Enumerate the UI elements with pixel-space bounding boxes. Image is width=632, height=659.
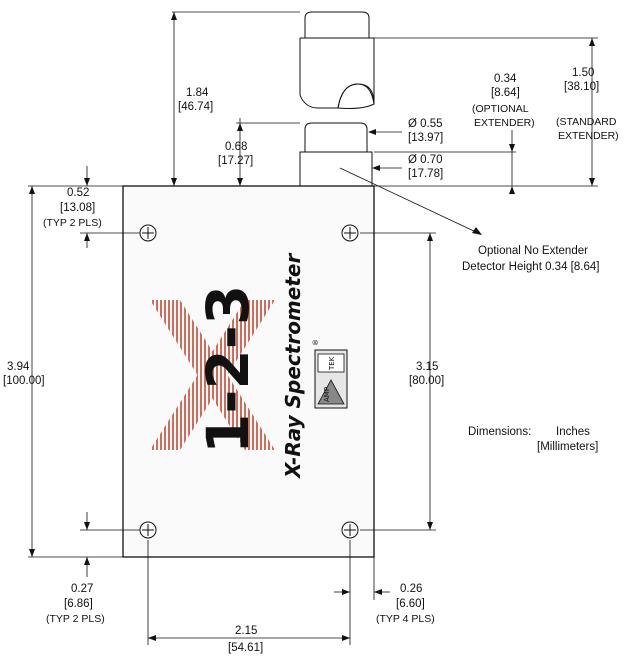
dim-dia-large-mm: [17.78]: [408, 168, 443, 180]
badge-text-bottom: AMP: [323, 387, 331, 402]
callout-line-1: Optional No Extender: [478, 245, 588, 257]
dim-standard-ext-l1: (STANDARD: [556, 116, 617, 128]
dim-optional-ext-l2: EXTENDER): [474, 117, 535, 129]
badge-text-top: TEK: [328, 356, 336, 371]
dim-hole-bottom-in: 0.27: [71, 583, 93, 595]
mounting-hole-top-left: [139, 224, 157, 242]
x-logo: [150, 300, 275, 450]
dim-optional-ext-mm: [8.64]: [491, 87, 520, 99]
detector-head: [299, 11, 375, 109]
dim-hole-side-in: 0.26: [400, 583, 422, 595]
dim-dia-large-in: Ø 0.70: [408, 154, 443, 166]
dim-top-height-in: 1.84: [186, 87, 209, 99]
units-primary: Inches: [556, 426, 590, 438]
dim-optional-ext-in: 0.34: [494, 73, 517, 85]
mounting-hole-bottom-left: [139, 521, 157, 539]
dim-hole-spacing-h-in: 2.15: [235, 625, 257, 637]
dimension-text: 1.84 [46.74] 0.68 [17.27] 0.34 [8.64] (O…: [3, 67, 619, 654]
dim-top-height-mm: [46.74]: [178, 101, 213, 113]
product-logo-number: 1-2-3: [194, 285, 262, 454]
dim-dia-small-mm: [13.97]: [408, 132, 443, 144]
dim-hole-top-mm: [13.08]: [60, 202, 95, 214]
dim-hole-bottom-mm: [6.86]: [64, 598, 93, 610]
dim-hole-side-note: (TYP 4 PLS): [376, 613, 435, 625]
units-secondary: [Millimeters]: [537, 441, 598, 453]
product-name: X-Ray Spectrometer: [281, 253, 305, 480]
dim-hole-spacing-v-in: 3.15: [416, 361, 438, 373]
mounting-hole-top-right: [341, 224, 359, 242]
callout-line-2: Detector Height 0.34 [8.64]: [462, 261, 599, 273]
detector-stem: [299, 122, 373, 187]
dim-hole-top-note: (TYP 2 PLS): [43, 217, 102, 229]
mounting-hole-bottom-right: [341, 521, 359, 539]
dim-body-height-in: 3.94: [7, 361, 30, 373]
dim-standard-ext-l2: EXTENDER): [558, 130, 619, 142]
dim-dia-small-in: Ø 0.55: [408, 118, 443, 130]
dim-optional-ext-l1: (OPTIONAL: [472, 103, 529, 115]
amptek-badge: TEK AMP: [314, 349, 348, 409]
dim-hole-spacing-h-mm: [54.61]: [228, 642, 263, 654]
dim-hole-side-mm: [6.60]: [396, 598, 425, 610]
dim-hole-top-in: 0.52: [67, 187, 89, 199]
registered-mark: ®: [312, 339, 320, 346]
dim-standard-ext-in: 1.50: [572, 67, 594, 79]
dim-stem-height-in: 0.68: [225, 141, 247, 153]
dimension-lines: [28, 11, 598, 645]
dim-hole-spacing-v-mm: [80.00]: [409, 375, 444, 387]
dim-hole-bottom-note: (TYP 2 PLS): [46, 613, 105, 625]
dim-body-height-mm: [100.00]: [3, 375, 45, 387]
units-label: Dimensions:: [468, 426, 531, 438]
dim-stem-height-mm: [17.27]: [218, 155, 253, 167]
dim-standard-ext-mm: [38.10]: [564, 81, 599, 93]
